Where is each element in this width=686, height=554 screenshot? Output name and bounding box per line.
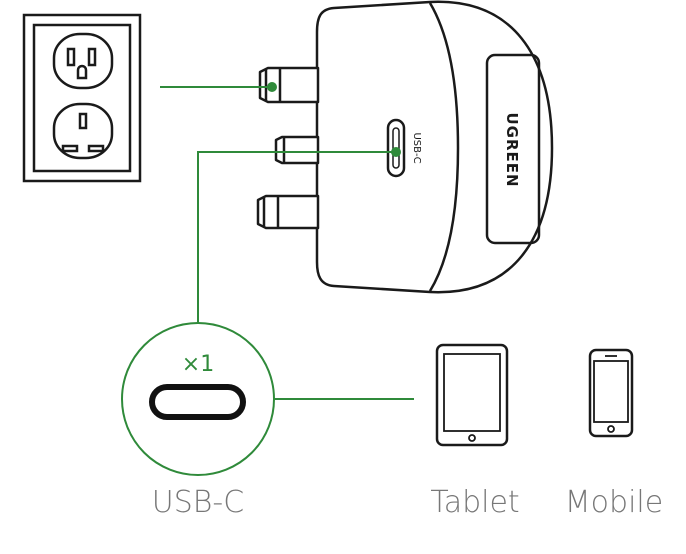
charger-prong-bottom — [256, 194, 320, 230]
wall-outlet-icon — [22, 13, 142, 183]
charger-brand-logo: UGREEN — [503, 112, 521, 187]
prong-connection-dot — [267, 82, 277, 92]
usb-c-port-icon — [149, 384, 246, 420]
connection-lines — [160, 86, 414, 400]
charger-prong-top — [258, 66, 320, 104]
mobile-label: Mobile — [565, 485, 663, 520]
charger-brand-panel — [485, 53, 541, 245]
mobile-phone-icon — [588, 348, 634, 438]
port-count: ×1 — [182, 352, 214, 377]
port-connection-dot — [391, 147, 401, 157]
port-to-callout-line — [197, 151, 396, 323]
usb-c-label: USB-C — [152, 485, 244, 520]
usb-c-port-callout: ×1 — [121, 322, 275, 476]
charger-icon — [256, 0, 554, 294]
charger-usb-c-port — [386, 118, 406, 178]
charger-port-label: USB-C — [411, 132, 422, 163]
tablet-icon — [435, 343, 509, 447]
charger-prong-middle — [274, 135, 320, 165]
tablet-label: Tablet — [430, 485, 519, 520]
